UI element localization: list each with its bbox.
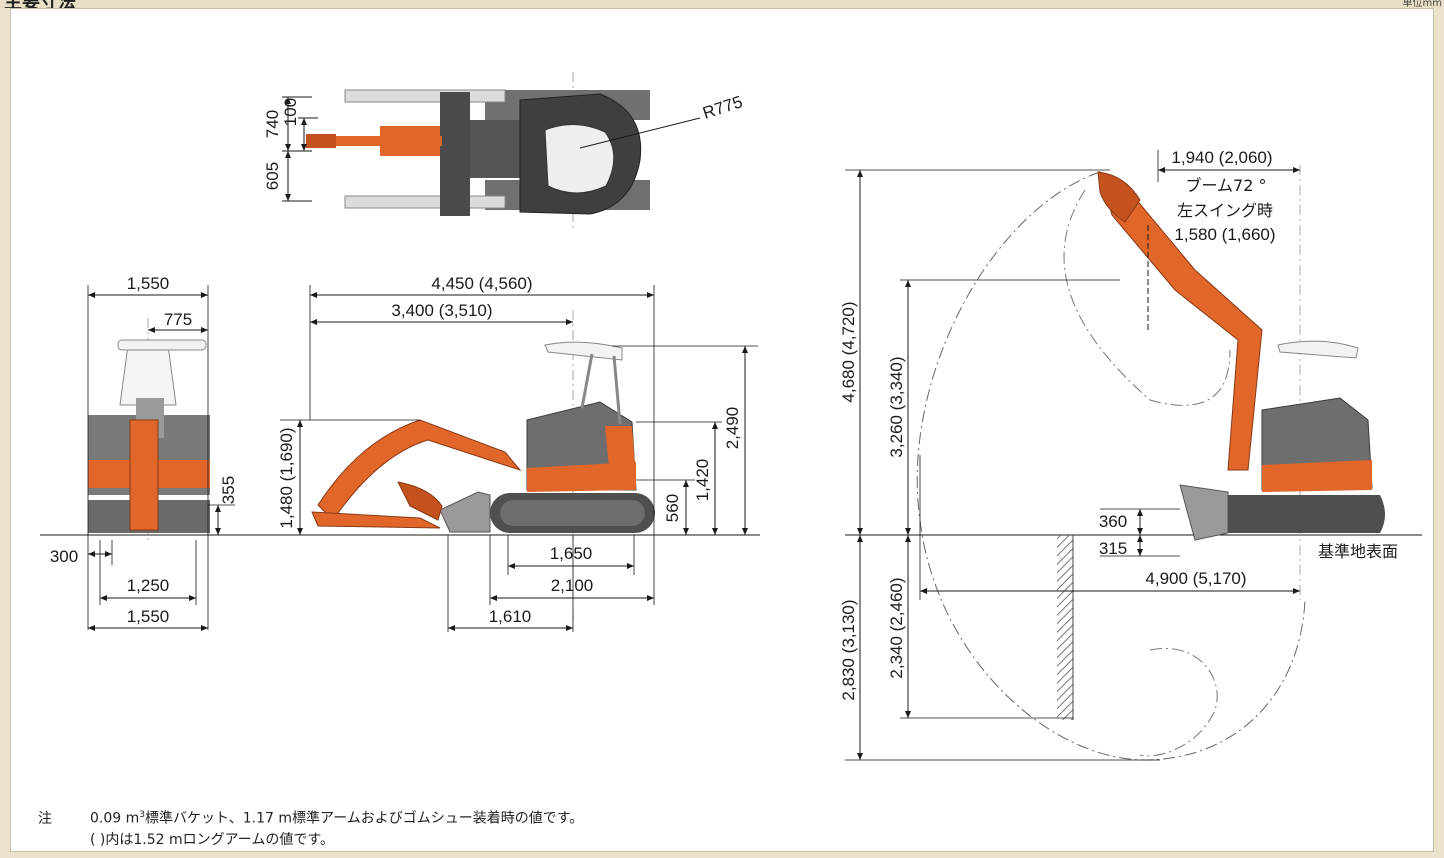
side-boom <box>317 419 522 521</box>
dim-canopy-height: 2,490 <box>723 407 742 450</box>
dim-front-width-top: 1,550 <box>127 274 170 293</box>
side-view: 4,450 (4,560) 3,400 (3,510) 1,480 (1,690… <box>277 274 758 632</box>
boom-swing-label: ブーム72 ° <box>1186 176 1267 195</box>
dim-front-clearance: 355 <box>219 476 238 504</box>
top-blade-frame <box>440 92 470 216</box>
dim-body-height: 1,420 <box>693 459 712 502</box>
side-track-inner <box>500 500 645 526</box>
left-swing-value: 1,580 (1,660) <box>1174 225 1275 244</box>
side-blade <box>439 491 491 533</box>
inner-arc-upper <box>1063 189 1231 406</box>
side-dims <box>280 285 758 632</box>
unit-label: 単位mm <box>1402 0 1442 8</box>
side-counterweight <box>605 426 636 478</box>
dim-blade-lift: 360 <box>1099 512 1127 531</box>
dim-605: 605 <box>263 162 282 190</box>
side-canopy-roof <box>544 341 623 361</box>
top-blade-upper <box>344 89 506 103</box>
range-track <box>1228 495 1385 533</box>
dim-vertical-wall-depth: 2,340 (2,460) <box>887 577 906 678</box>
dim-swing-length: 3,400 (3,510) <box>391 301 492 320</box>
top-cab <box>544 124 615 194</box>
dim-max-dump-height: 3,260 (3,340) <box>887 356 906 457</box>
dim-max-dig-depth: 2,830 (3,130) <box>839 599 858 700</box>
note-mark: 注 <box>38 810 52 827</box>
front-dims <box>87 285 235 631</box>
radius-label: R775 <box>700 92 745 123</box>
top-arm <box>306 136 442 146</box>
front-view: 1,550 775 355 300 1,250 1,550 <box>40 274 760 631</box>
dim-tumbler-distance: 1,650 <box>550 544 593 563</box>
top-dims <box>282 96 318 202</box>
top-blade-lower <box>344 195 506 209</box>
note-line-2: ( )内は1.52 mロングアームの値です。 <box>90 831 334 848</box>
top-bucket <box>306 134 336 148</box>
ground-reference-label: 基準地表面 <box>1318 542 1398 561</box>
dim-front-gauge: 1,250 <box>127 576 170 595</box>
dim-offset: 1,940 (2,060) <box>1171 148 1272 167</box>
dim-max-dig-height: 4,680 (4,720) <box>839 301 858 402</box>
range-boom-raised <box>1099 171 1263 471</box>
left-swing-label: 左スイング時 <box>1177 201 1273 220</box>
header-strip: 主要寸法 単位mm <box>0 0 1444 8</box>
dim-front-offset: 300 <box>50 547 78 566</box>
footnotes: 注 0.09 m3標準バケット、1.17 m標準アームおよびゴムシュー装着時の値で… <box>38 805 583 851</box>
dim-740: 740 <box>263 110 282 138</box>
dim-front-half: 775 <box>164 310 192 329</box>
front-boom <box>129 419 159 531</box>
top-view: R775 740 100 605 <box>263 72 745 232</box>
dim-blade-drop: 315 <box>1099 539 1127 558</box>
outer-reach-envelope <box>916 171 1306 761</box>
figure-panel <box>10 8 1434 852</box>
dim-track-length: 2,100 <box>551 576 594 595</box>
range-canopy <box>1277 340 1359 359</box>
side-body-stripe <box>527 462 636 492</box>
note-text-a: 0.09 m <box>90 810 140 827</box>
note-text-b: 標準バケット、1.17 m標準アームおよびゴムシュー装着時の値です。 <box>145 810 584 827</box>
range-dims <box>845 150 1300 761</box>
dim-100: 100 <box>281 98 300 126</box>
range-bucket-raised <box>1097 171 1141 223</box>
page-title: 主要寸法 <box>4 0 76 8</box>
dim-blade-distance: 1,610 <box>489 607 532 626</box>
top-boom <box>380 126 440 156</box>
note-superscript: 3 <box>139 810 145 820</box>
dim-counterweight: 560 <box>663 494 682 522</box>
front-canopy-roof <box>117 339 207 351</box>
side-arm <box>311 511 441 529</box>
front-canopy-frame <box>119 344 177 406</box>
note-line-1: 注 0.09 m3標準バケット、1.17 m標準アームおよびゴムシュー装着時の値で… <box>38 805 583 830</box>
dim-overall-length: 4,450 (4,560) <box>431 274 532 293</box>
range-blade <box>1179 484 1229 541</box>
dim-front-width-bottom: 1,550 <box>127 607 170 626</box>
dim-boom-height: 1,480 (1,690) <box>277 427 296 528</box>
range-body-stripe <box>1262 460 1372 492</box>
working-range: 1,940 (2,060) ブーム72 ° 左スイング時 1,580 (1,66… <box>839 148 1422 761</box>
side-bucket <box>397 481 443 521</box>
vertical-wall-hatch <box>1057 535 1073 720</box>
inner-arc-lower <box>1139 648 1218 757</box>
dim-max-reach: 4,900 (5,170) <box>1145 569 1246 588</box>
